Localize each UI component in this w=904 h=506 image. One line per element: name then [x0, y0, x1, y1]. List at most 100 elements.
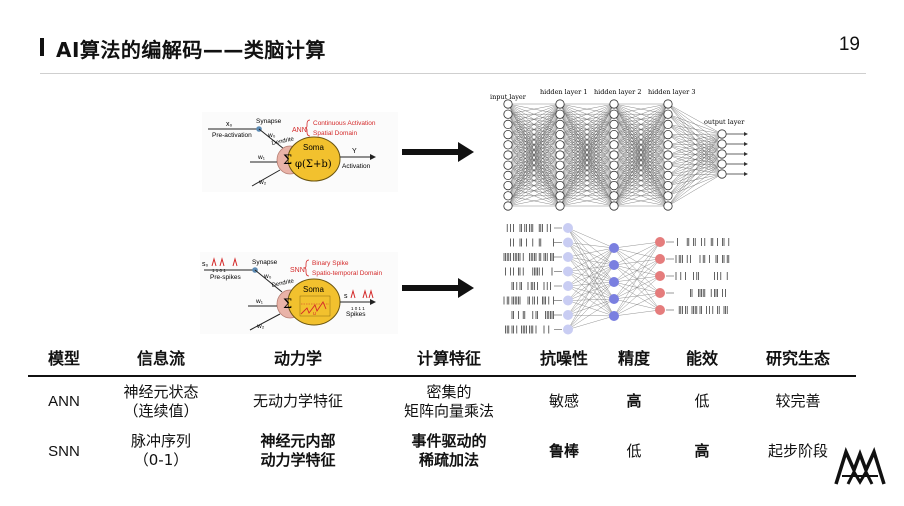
- dnn-neuron: [503, 99, 513, 109]
- snn-s-label: s: [344, 293, 348, 300]
- header-compute: 计算特征: [374, 338, 524, 377]
- ann-w0-label: w₀: [267, 132, 276, 139]
- snn-u-label: u: [313, 311, 316, 317]
- header-dynamics: 动力学: [222, 338, 374, 377]
- snn-membrane-plot: [299, 295, 331, 317]
- snn-synapse-label: Synapse: [252, 259, 278, 266]
- comparison-table: 模型 信息流 动力学 计算特征 抗噪性 精度 能效 研究生态 ANN 神经元状态…: [28, 338, 856, 476]
- snn-tag: SNN: [290, 267, 305, 274]
- dnn-neuron: [503, 129, 513, 140]
- snn-input-neuron: [563, 281, 573, 291]
- cell-accuracy: 高: [626, 392, 642, 410]
- cell-dynamics-line2: 动力学特征: [260, 451, 336, 469]
- snn-input-neuron: [563, 252, 573, 262]
- dnn-neuron: [503, 181, 513, 191]
- dnn-neuron: [555, 119, 565, 130]
- snn-hidden-neuron: [609, 277, 619, 287]
- dnn-input-layer-label: input layer: [490, 93, 527, 101]
- snn-input-neuron: [563, 237, 573, 248]
- dnn-neuron: [555, 109, 565, 119]
- ann-arrow: [402, 142, 474, 162]
- dnn-neuron: [555, 140, 565, 150]
- cell-info-flow: 神经元状态 （连续值）: [100, 376, 222, 426]
- dnn-neuron: [503, 109, 513, 119]
- ann-w2-label: w₂: [258, 179, 267, 186]
- cell-compute-line2: 矩阵向量乘法: [403, 401, 494, 420]
- ann-x0-label: x₀: [226, 121, 233, 128]
- dnn-hidden3-label: hidden layer 3: [648, 88, 695, 96]
- header-efficiency: 能效: [664, 338, 740, 377]
- ann-tag: ANN: [292, 127, 307, 134]
- dnn-neuron: [663, 181, 673, 191]
- snn-network-figure: [500, 218, 738, 336]
- dnn-neuron: [609, 160, 619, 170]
- title-accent-bar: [40, 38, 44, 56]
- cell-info-flow-line1: 神经元状态: [123, 382, 199, 401]
- snn-input-neuron: [563, 266, 573, 277]
- snn-hidden-neuron: [609, 294, 619, 304]
- cell-info-flow-line2: （0-1）: [133, 451, 189, 469]
- dnn-neuron: [555, 181, 565, 191]
- dnn-neuron: [609, 99, 619, 109]
- dnn-neuron: [609, 150, 619, 160]
- snn-input-neuron: [563, 324, 573, 335]
- dnn-neuron: [503, 119, 513, 130]
- cell-compute: 密集的 矩阵向量乘法: [374, 376, 524, 426]
- ann-phi-label: φ(Σ+b): [295, 159, 332, 170]
- dnn-neuron: [609, 129, 619, 140]
- snn-hidden-neuron: [609, 243, 619, 253]
- ann-synapse-label: Synapse: [256, 118, 282, 125]
- ann-activation-label: Activation: [342, 163, 371, 170]
- dnn-neuron: [717, 149, 727, 159]
- ann-soma-body: [287, 136, 341, 182]
- cell-model: ANN: [48, 393, 80, 410]
- header-divider: [40, 73, 866, 74]
- dnn-neuron: [503, 150, 513, 160]
- table-row: ANN 神经元状态 （连续值） 无动力学特征 密集的 矩阵向量乘法 敏感 高 低…: [28, 376, 856, 426]
- brand-logo-icon: [834, 447, 886, 485]
- snn-output-neuron: [655, 288, 665, 298]
- dnn-network-figure: input layer hidden layer 1 hidden layer …: [488, 84, 758, 212]
- cell-model: SNN: [48, 442, 80, 460]
- snn-spatiotemporal-label: Spatio-temporal Domain: [312, 270, 382, 277]
- dnn-neuron: [663, 160, 673, 170]
- ann-spatial-label: Spatial Domain: [313, 130, 357, 137]
- snn-binary-label: Binary Spike: [312, 260, 349, 267]
- snn-s0-label: s₀: [202, 261, 209, 268]
- dnn-neuron: [663, 129, 673, 140]
- dnn-neuron: [609, 201, 619, 211]
- table-row: SNN 脉冲序列 （0-1） 神经元内部 动力学特征 事件驱动的 稀疏加法 鲁棒…: [28, 426, 856, 476]
- dnn-neuron: [663, 201, 673, 211]
- dnn-neuron: [663, 99, 673, 109]
- snn-w0-label: w₀: [263, 273, 272, 280]
- page-title: AI算法的编解码——类脑计算: [56, 38, 326, 62]
- header-ecosystem: 研究生态: [740, 338, 856, 377]
- snn-w2-label: w₂: [256, 323, 265, 330]
- cell-efficiency: 低: [694, 392, 710, 410]
- snn-spikes-label: Spikes: [346, 311, 366, 318]
- dnn-neuron: [555, 170, 565, 181]
- dnn-neuron: [503, 191, 513, 201]
- ann-w1-label: w₁: [257, 154, 266, 161]
- dnn-hidden2-label: hidden layer 2: [594, 88, 641, 96]
- ann-y-label: Y: [352, 148, 357, 155]
- page-number: 19: [838, 34, 860, 55]
- snn-sum-symbol: Σ: [283, 297, 292, 312]
- dnn-neuron: [555, 201, 565, 211]
- snn-hidden-neuron: [609, 311, 619, 321]
- snn-input-spikes: [211, 257, 238, 267]
- dnn-neuron: [555, 99, 565, 109]
- header-model: 模型: [28, 338, 100, 377]
- cell-compute: 事件驱动的 稀疏加法: [374, 426, 524, 476]
- dnn-neuron: [555, 160, 565, 170]
- dnn-neuron: [555, 129, 565, 140]
- dnn-neuron: [663, 140, 673, 150]
- snn-hidden-neuron: [609, 260, 619, 270]
- dnn-neuron: [503, 140, 513, 150]
- dnn-hidden1-label: hidden layer 1: [540, 88, 587, 96]
- snn-output-neuron: [655, 271, 665, 281]
- dnn-neuron: [717, 129, 727, 139]
- dnn-neuron: [663, 119, 673, 130]
- snn-output-spikes: [350, 289, 374, 299]
- cell-accuracy: 低: [626, 441, 642, 460]
